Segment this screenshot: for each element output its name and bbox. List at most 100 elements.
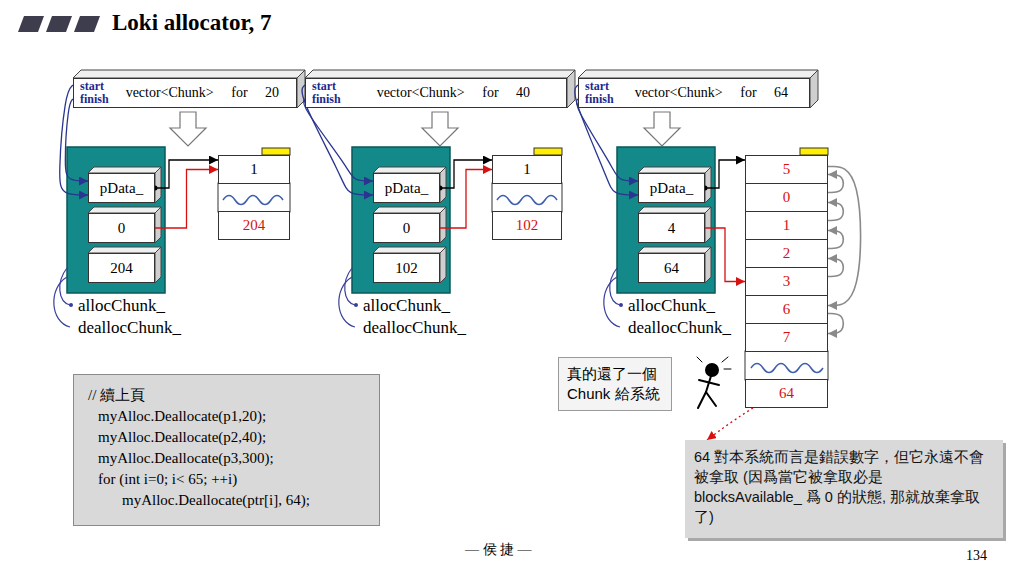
callout-box: 真的還了一個 Chunk 給系統 xyxy=(558,357,672,411)
chunk-field-value: 4 xyxy=(668,220,676,237)
box-face xyxy=(305,70,575,78)
memory-block-cell: 5 xyxy=(745,155,828,184)
chunk-field-box: 4 xyxy=(638,213,705,243)
code-line: myAlloc.Deallocate(p1,20); xyxy=(84,406,369,427)
member-name: deallocChunk_ xyxy=(78,318,181,338)
wave-mark xyxy=(223,196,283,205)
code-line: myAlloc.Deallocate(p3,300); xyxy=(84,448,369,469)
box-face xyxy=(440,207,446,243)
block-value: 5 xyxy=(783,161,791,178)
figure-leg xyxy=(706,392,716,406)
chunk-field-value: 102 xyxy=(395,260,418,277)
vector-field-label: vector<Chunk> for 64 xyxy=(622,85,801,101)
connector xyxy=(828,231,843,249)
box-face xyxy=(578,70,818,78)
connector xyxy=(705,160,745,188)
box-face xyxy=(440,167,446,203)
leader-line xyxy=(345,268,355,305)
chunk-field-value: 204 xyxy=(110,260,133,277)
block-value: 1 xyxy=(523,161,531,178)
figure-body xyxy=(706,376,711,392)
hollow-arrow xyxy=(170,112,206,146)
block-value: 7 xyxy=(783,329,791,346)
chunk-field-value: 0 xyxy=(118,220,126,237)
member-name: deallocChunk_ xyxy=(628,318,731,338)
vector-field-label: vector<Chunk> for 20 xyxy=(117,85,288,101)
callout-text: 真的還了一個 Chunk 給系統 xyxy=(567,364,663,404)
memory-block-cell: 102 xyxy=(492,211,562,240)
block-value: 2 xyxy=(783,245,791,262)
figure-leg xyxy=(698,392,706,408)
leader-line xyxy=(60,268,70,305)
chunk-field-box: 64 xyxy=(638,253,705,283)
chunk-field-value: 64 xyxy=(664,260,679,277)
connector xyxy=(303,99,373,181)
connector xyxy=(705,228,745,282)
memory-block-cell: 3 xyxy=(745,267,828,296)
slide-title: Loki allocator, 7 xyxy=(112,10,272,36)
block-tab xyxy=(262,148,290,155)
connector xyxy=(65,99,88,181)
title-bar xyxy=(18,16,44,32)
memory-block-cell: 1 xyxy=(492,155,562,184)
chunk-field-value: 0 xyxy=(403,220,411,237)
box-face xyxy=(705,207,711,243)
gap-cell xyxy=(492,183,562,212)
box-face xyxy=(155,247,161,283)
vector-field-label: start xyxy=(80,80,109,93)
chunk-box xyxy=(617,147,715,293)
leader-line xyxy=(610,268,620,305)
chunk-box xyxy=(67,147,165,293)
chunk-field-value: pData_ xyxy=(100,180,143,197)
title-bar xyxy=(74,16,100,32)
box-faces xyxy=(73,70,818,283)
leader-line xyxy=(339,277,355,327)
box-face xyxy=(567,70,575,108)
memory-block-cell: 204 xyxy=(218,211,290,240)
member-name: allocChunk_ xyxy=(628,296,715,316)
wave-mark xyxy=(751,364,823,373)
block-value: 64 xyxy=(779,385,794,402)
stick-figure xyxy=(697,357,731,408)
chunk-field-box: pData_ xyxy=(88,173,155,203)
chunk-field-value: pData_ xyxy=(385,180,428,197)
block-value: 0 xyxy=(783,189,791,206)
block-value: 1 xyxy=(250,161,258,178)
vector-field-label: finish xyxy=(585,93,614,106)
block-value: 3 xyxy=(783,273,791,290)
leader-dot xyxy=(354,303,358,307)
connector xyxy=(828,259,843,277)
code-box: // 續上頁myAlloc.Deallocate(p1,20);myAlloc.… xyxy=(73,374,380,526)
chunk-field-value: pData_ xyxy=(650,180,693,197)
note-text: 64 對本系統而言是錯誤數字，但它永遠不會被拿取 (因爲當它被拿取必是 bloc… xyxy=(694,447,994,527)
leader-line xyxy=(54,277,70,327)
gap-cell xyxy=(218,183,290,212)
hollow-arrow xyxy=(644,112,680,146)
connector xyxy=(828,314,843,334)
block-value: 102 xyxy=(516,217,539,234)
chunk-field-box: pData_ xyxy=(373,173,440,203)
vector-box: startfinish vector<Chunk> for 64 xyxy=(578,78,810,108)
chunk-field-box: 204 xyxy=(88,253,155,283)
vector-field-label: start xyxy=(585,80,614,93)
chunk-box xyxy=(352,147,450,293)
box-face xyxy=(155,207,161,243)
box-face xyxy=(440,247,446,283)
figure-arm xyxy=(699,380,719,385)
box-face xyxy=(705,247,711,283)
memory-block-cell: 2 xyxy=(745,239,828,268)
connector xyxy=(440,170,492,229)
connector xyxy=(707,408,753,440)
vector-field-label: start xyxy=(312,80,341,93)
block-value: 6 xyxy=(783,301,791,318)
code-line: for (int i=0; i< 65; ++i) xyxy=(84,469,369,490)
chunk-field-box: 0 xyxy=(88,213,155,243)
chunk-field-box: pData_ xyxy=(638,173,705,203)
leader-dot xyxy=(619,303,623,307)
code-line: myAlloc.Deallocate(p2,40); xyxy=(84,427,369,448)
hollow-arrow xyxy=(422,112,458,146)
memory-block-cell: 6 xyxy=(745,295,828,324)
block-tab xyxy=(534,148,562,155)
connector xyxy=(828,167,861,306)
